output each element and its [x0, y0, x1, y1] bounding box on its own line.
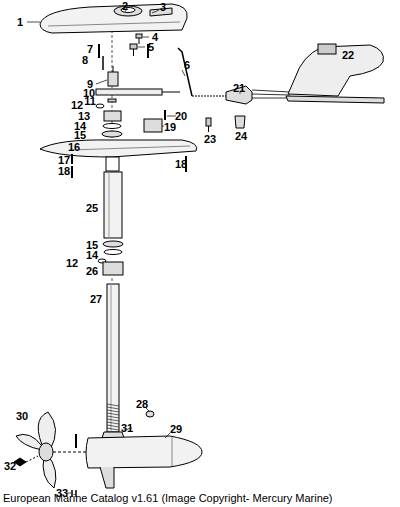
callout-number: 18: [175, 159, 187, 170]
callout-number: 3: [160, 2, 166, 13]
callout-number: 17: [58, 155, 70, 166]
callout-number: 14: [86, 250, 98, 261]
callout-number: 18: [58, 166, 70, 177]
callout-number: 2: [122, 1, 128, 12]
callout-number: 28: [136, 399, 148, 410]
caption: European Marine Catalog v1.61 (Image Cop…: [3, 493, 333, 504]
callout-number: 11: [84, 96, 96, 107]
callout-number: 6: [184, 60, 190, 71]
callout-number: 26: [86, 266, 98, 277]
callout-number: 15: [74, 130, 86, 141]
callout-number: 5: [148, 42, 154, 53]
callout-number: 7: [87, 44, 93, 55]
callout-number: 24: [235, 131, 247, 142]
callout-number: 20: [175, 111, 187, 122]
callout-number: 19: [164, 122, 176, 133]
callout-number: 21: [233, 83, 245, 94]
callout-number: 16: [68, 142, 80, 153]
callout-number: 22: [342, 50, 354, 61]
callout-number: 27: [90, 294, 102, 305]
callout-number: 12: [66, 258, 78, 269]
callout-number: 1: [17, 17, 23, 28]
callout-number: 23: [204, 134, 216, 145]
callout-number: 25: [86, 203, 98, 214]
callout-number: 12: [71, 100, 83, 111]
callout-number: 31: [121, 423, 133, 434]
callout-number: 8: [82, 55, 88, 66]
callout-number: 32: [4, 461, 16, 472]
callout-number: 30: [16, 411, 28, 422]
callout-number: 29: [170, 424, 182, 435]
